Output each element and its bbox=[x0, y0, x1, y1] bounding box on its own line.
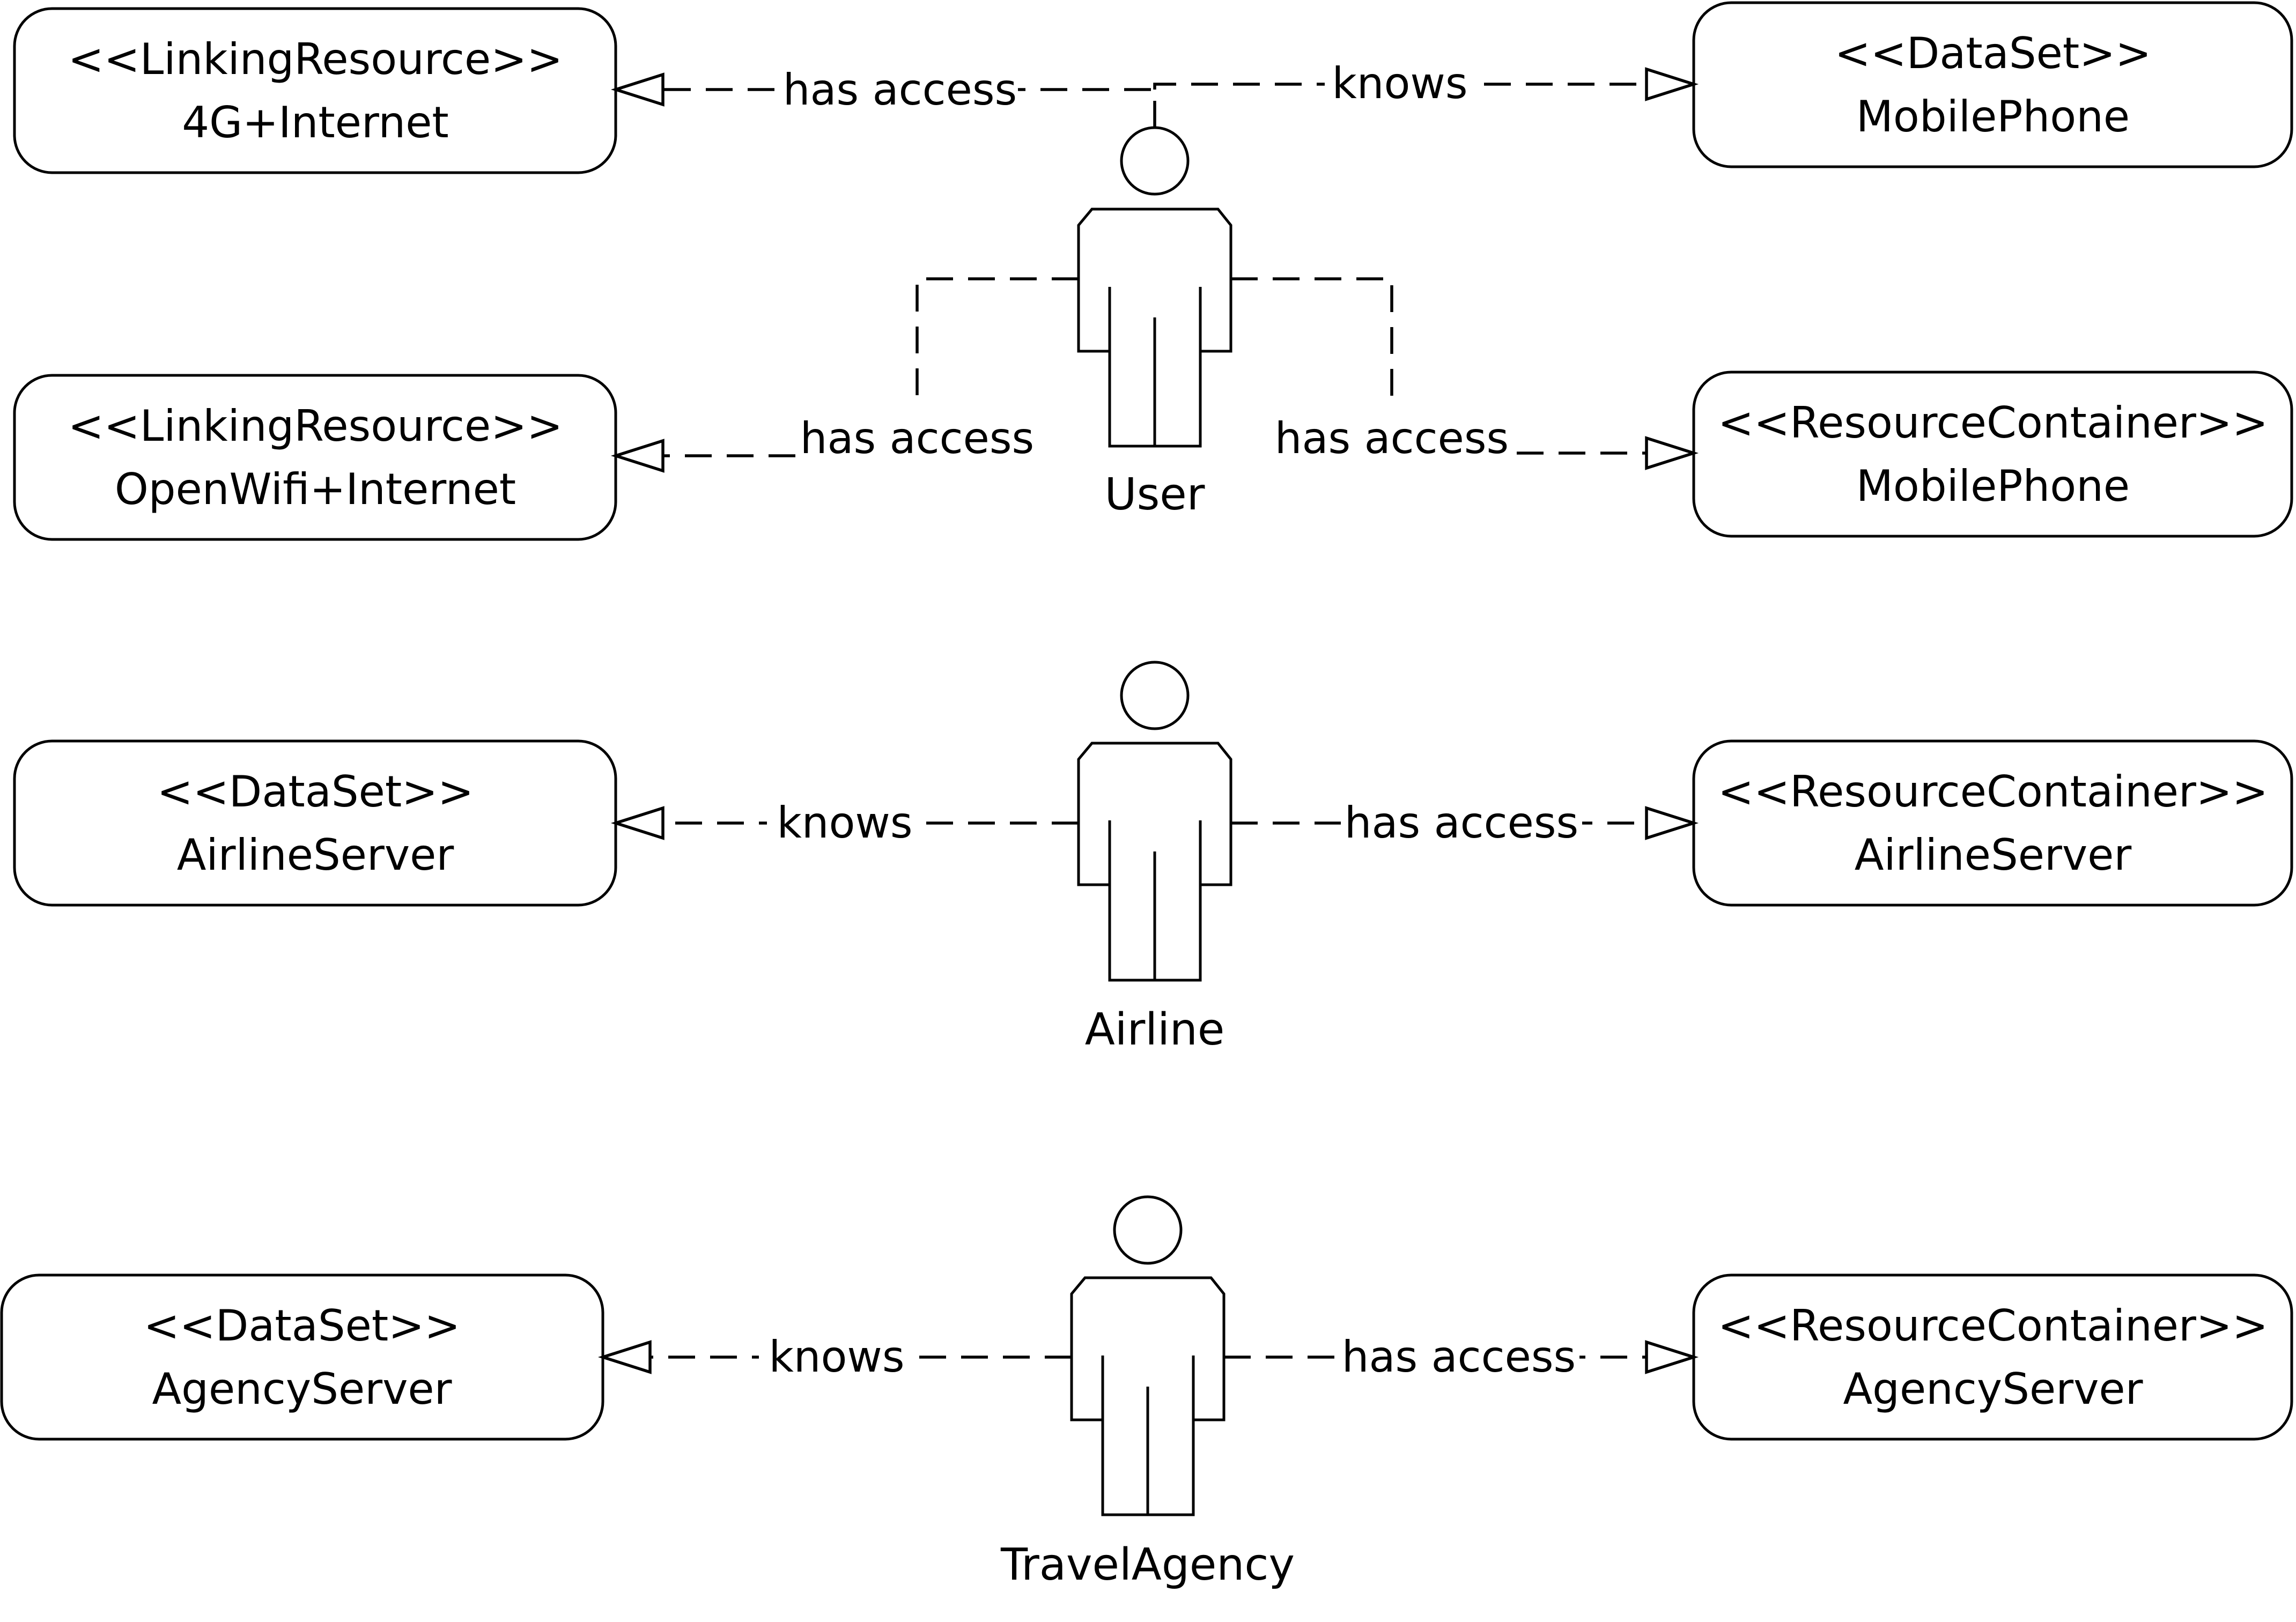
edge-label: has access bbox=[1342, 1332, 1576, 1382]
node-stereotype: <<ResourceContainer>> bbox=[1718, 398, 2268, 448]
actor-label: User bbox=[1105, 469, 1205, 520]
edge-label: knows bbox=[769, 1332, 904, 1382]
edge-label: knows bbox=[777, 798, 912, 848]
edge-user-4g-has-access[interactable]: has access bbox=[610, 59, 1156, 128]
edge-user-dataset-mobile-knows[interactable]: knows bbox=[1153, 54, 1699, 108]
node-dataset-airline-server[interactable]: <<DataSet>> AirlineServer bbox=[13, 739, 617, 907]
arrowhead bbox=[1645, 67, 1699, 101]
node-name: MobilePhone bbox=[1856, 92, 2130, 142]
edge-user-rc-mobile-has-access[interactable]: has access bbox=[1231, 277, 1699, 470]
actor-travel-agency[interactable]: TravelAgency bbox=[1000, 1195, 1295, 1590]
arrowhead bbox=[610, 806, 665, 840]
actor-label: Airline bbox=[1085, 1004, 1225, 1055]
edge-agency-rc-has-access[interactable]: has access bbox=[1224, 1327, 1699, 1382]
actor-head bbox=[1120, 661, 1190, 730]
node-name: AgencyServer bbox=[152, 1364, 452, 1414]
edge-airline-rc-has-access[interactable]: has access bbox=[1231, 793, 1699, 848]
edge-user-openwifi-has-access[interactable]: has access bbox=[610, 277, 1079, 473]
arrowhead bbox=[597, 1340, 652, 1374]
node-name: 4G+Internet bbox=[182, 98, 449, 147]
edge-label: has access bbox=[1275, 413, 1509, 463]
node-stereotype: <<LinkingResource>> bbox=[68, 401, 563, 451]
node-stereotype: <<ResourceContainer>> bbox=[1718, 1301, 2268, 1351]
node-linking-resource-openwifi[interactable]: <<LinkingResource>> OpenWifi+Internet bbox=[13, 374, 617, 541]
edge-airline-dataset-knows[interactable]: knows bbox=[610, 793, 1079, 848]
arrowhead bbox=[1645, 1340, 1699, 1374]
node-name: AgencyServer bbox=[1843, 1364, 2143, 1414]
arrowhead bbox=[1645, 436, 1699, 470]
node-resource-container-mobile-phone[interactable]: <<ResourceContainer>> MobilePhone bbox=[1692, 371, 2293, 538]
edge-label: has access bbox=[1345, 798, 1578, 848]
node-stereotype: <<DataSet>> bbox=[157, 767, 474, 817]
node-stereotype: <<LinkingResource>> bbox=[68, 34, 563, 84]
node-name: AirlineServer bbox=[177, 830, 454, 880]
node-resource-container-agency-server[interactable]: <<ResourceContainer>> AgencyServer bbox=[1692, 1273, 2293, 1441]
arrowhead bbox=[610, 72, 665, 107]
actor-user[interactable]: User bbox=[1077, 126, 1232, 520]
actor-label: TravelAgency bbox=[1000, 1539, 1295, 1590]
node-name: OpenWifi+Internet bbox=[115, 464, 516, 514]
node-stereotype: <<ResourceContainer>> bbox=[1718, 767, 2268, 817]
node-stereotype: <<DataSet>> bbox=[144, 1301, 461, 1351]
node-name: MobilePhone bbox=[1856, 461, 2130, 511]
node-dataset-mobile-phone[interactable]: <<DataSet>> MobilePhone bbox=[1692, 1, 2293, 168]
arrowhead bbox=[1645, 806, 1699, 840]
edge-agency-dataset-knows[interactable]: knows bbox=[597, 1327, 1072, 1382]
node-dataset-agency-server[interactable]: <<DataSet>> AgencyServer bbox=[0, 1273, 604, 1441]
arrowhead bbox=[610, 439, 665, 473]
edge-label: has access bbox=[800, 413, 1034, 463]
edge-label: has access bbox=[783, 65, 1017, 115]
actor-airline[interactable]: Airline bbox=[1077, 661, 1232, 1055]
edge-label: knows bbox=[1332, 58, 1467, 108]
actor-head bbox=[1113, 1195, 1183, 1265]
actor-head bbox=[1120, 126, 1190, 196]
node-stereotype: <<DataSet>> bbox=[1835, 28, 2152, 78]
node-name: AirlineServer bbox=[1855, 830, 2132, 880]
node-linking-resource-4g[interactable]: <<LinkingResource>> 4G+Internet bbox=[13, 7, 617, 174]
node-resource-container-airline-server[interactable]: <<ResourceContainer>> AirlineServer bbox=[1692, 739, 2293, 907]
